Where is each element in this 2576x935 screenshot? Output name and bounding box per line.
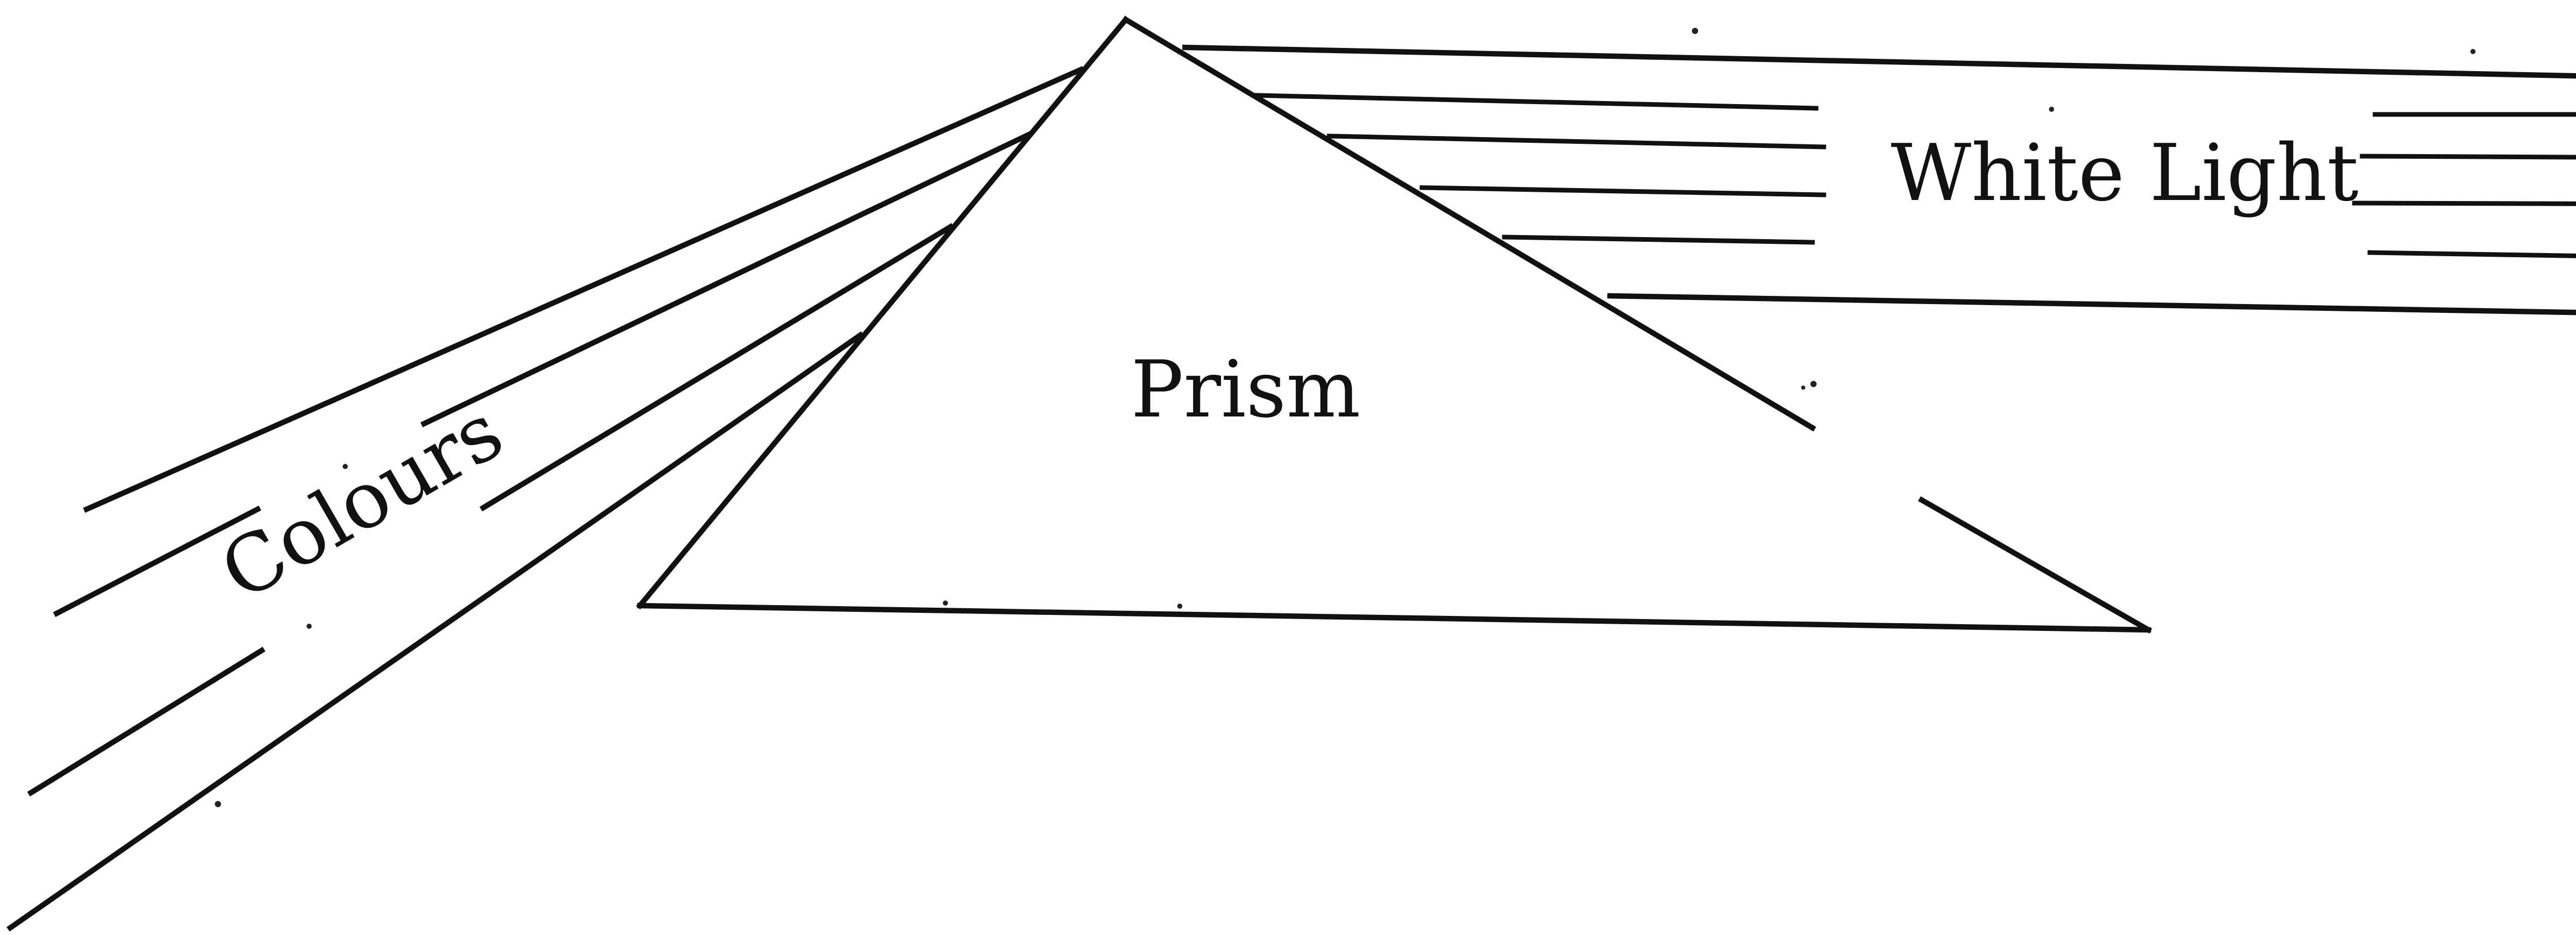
colour-ray: [31, 650, 262, 793]
white-light-ray: [2362, 156, 2576, 158]
white-light-ray: [2354, 203, 2576, 204]
white-light-ray: [1185, 47, 2576, 78]
prism-left-edge: [640, 20, 1126, 606]
colours-label: Colours: [206, 386, 518, 619]
colour-rays: [10, 70, 1081, 928]
white-light-ray: [1610, 296, 2576, 314]
prism-right-edge-lower: [1922, 500, 2148, 630]
prism: [640, 20, 2148, 630]
white-light-ray: [1504, 237, 1812, 242]
white-light-label: White Light: [1891, 127, 2359, 219]
white-light-ray: [1422, 188, 1824, 195]
prism-base: [640, 606, 2148, 630]
white-light-ray: [1257, 95, 1816, 108]
colour-ray: [424, 135, 1028, 424]
white-light-ray: [1329, 136, 1824, 147]
prism-label: Prism: [1131, 344, 1361, 435]
colour-ray: [87, 70, 1081, 509]
colour-ray: [483, 227, 951, 508]
white-light-ray: [2370, 253, 2576, 258]
